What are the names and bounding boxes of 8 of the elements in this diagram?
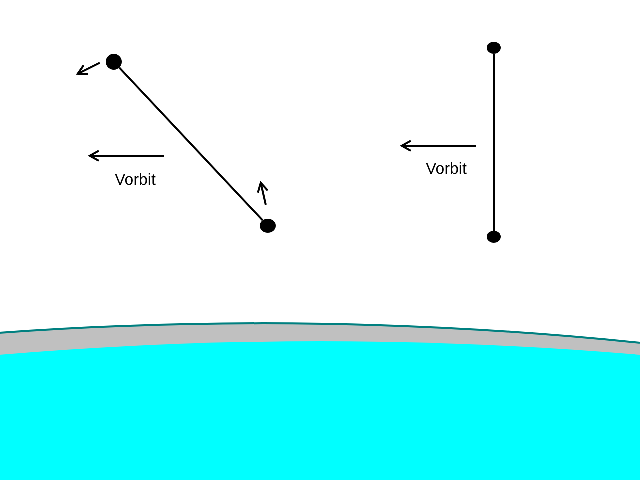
velocity-label: Vorbit [426,161,467,179]
satellite-dot [106,54,122,70]
velocity-label: Vorbit [115,172,156,190]
tether-line [493,54,495,231]
satellite-dot [487,42,501,54]
satellite-dot [260,219,276,233]
satellite-dot [487,231,501,243]
tether-line [118,67,264,222]
